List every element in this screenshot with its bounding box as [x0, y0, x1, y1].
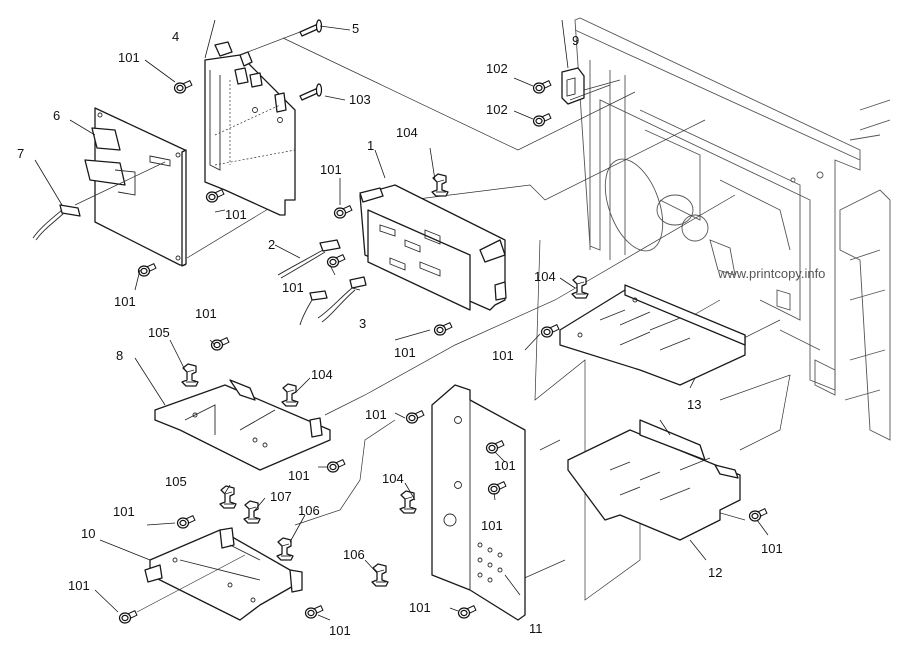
part-6-circuit-board: [74, 107, 284, 267]
part-1-controller-bracket: [359, 184, 507, 311]
callout-101: 101: [68, 578, 90, 593]
callout-105: 105: [165, 474, 187, 489]
callout-101: 101: [365, 407, 387, 422]
screw-101: [118, 610, 138, 624]
callout-104: 104: [534, 269, 556, 284]
watermark: www.printcopy.info: [717, 266, 825, 281]
callout-104: 104: [396, 125, 418, 140]
part-2-harness: [277, 239, 341, 279]
screw-102: [532, 113, 552, 127]
callout-101: 101: [409, 600, 431, 615]
callout-101: 101: [761, 541, 783, 556]
part-3-harness: [299, 276, 367, 326]
callout-8: 8: [116, 348, 123, 363]
screw-101: [540, 324, 560, 338]
callout-106: 106: [298, 503, 320, 518]
callout-10: 10: [81, 526, 95, 541]
part-12-lower-tray: [567, 419, 741, 541]
part-9-sensor: [561, 67, 621, 105]
callout-103: 103: [349, 92, 371, 107]
screw-101: [405, 410, 425, 424]
part-11-vertical-panel: [431, 384, 526, 621]
callout-104: 104: [311, 367, 333, 382]
callout-101: 101: [394, 345, 416, 360]
callout-106: 106: [343, 547, 365, 562]
screw-101: [205, 189, 225, 203]
callout-6: 6: [53, 108, 60, 123]
callout-4: 4: [172, 29, 179, 44]
screw-101: [137, 263, 157, 277]
screw-101: [457, 605, 477, 619]
callout-101: 101: [329, 623, 351, 638]
screw-101: [748, 508, 768, 522]
callout-101: 101: [288, 468, 310, 483]
callout-102: 102: [486, 61, 508, 76]
callout-101: 101: [282, 280, 304, 295]
part-103-locking-support: [299, 83, 323, 101]
callout-101: 101: [320, 162, 342, 177]
clamp-105: [181, 363, 199, 387]
callout-3: 3: [359, 316, 366, 331]
callout-102: 102: [486, 102, 508, 117]
part-13-upper-tray: [559, 284, 746, 386]
callout-labels: 1 2 3 4 5 6 7 8 9 10 11 12 13 101 101 10…: [17, 21, 783, 638]
callout-101: 101: [225, 207, 247, 222]
clamp-104: [399, 490, 417, 514]
part-5-locking-support: [299, 19, 323, 37]
part-10-lower-left-bracket: [136, 527, 303, 621]
callout-2: 2: [268, 237, 275, 252]
screw-101: [173, 80, 193, 94]
part-4-mount-bracket: [204, 31, 301, 216]
clamp-104: [281, 383, 299, 407]
callout-101: 101: [492, 348, 514, 363]
callout-101: 101: [118, 50, 140, 65]
part-7-harness: [32, 204, 81, 241]
screw-102: [532, 80, 552, 94]
screw-101: [333, 205, 353, 219]
clamp-107: [243, 500, 261, 524]
machine-frame: [574, 17, 891, 441]
callout-101: 101: [494, 458, 516, 473]
callout-101: 101: [481, 518, 503, 533]
callout-11: 11: [529, 621, 543, 636]
callout-105: 105: [148, 325, 170, 340]
callout-101: 101: [195, 306, 217, 321]
callout-9: 9: [572, 33, 579, 48]
callout-13: 13: [687, 397, 701, 412]
callout-104: 104: [382, 471, 404, 486]
screw-101: [176, 515, 196, 529]
callout-101: 101: [114, 294, 136, 309]
leader-lines: [34, 19, 769, 621]
screw-101: [326, 459, 346, 473]
part-8-upper-left-bracket: [154, 379, 331, 471]
callout-5: 5: [352, 21, 359, 36]
callout-7: 7: [17, 146, 24, 161]
callout-12: 12: [708, 565, 722, 580]
clamp-104: [571, 275, 589, 299]
callout-1: 1: [367, 138, 374, 153]
clamp-105: [219, 485, 237, 509]
screw-101: [433, 322, 453, 336]
clamp-106: [371, 563, 389, 587]
callout-107: 107: [270, 489, 292, 504]
callout-101: 101: [113, 504, 135, 519]
